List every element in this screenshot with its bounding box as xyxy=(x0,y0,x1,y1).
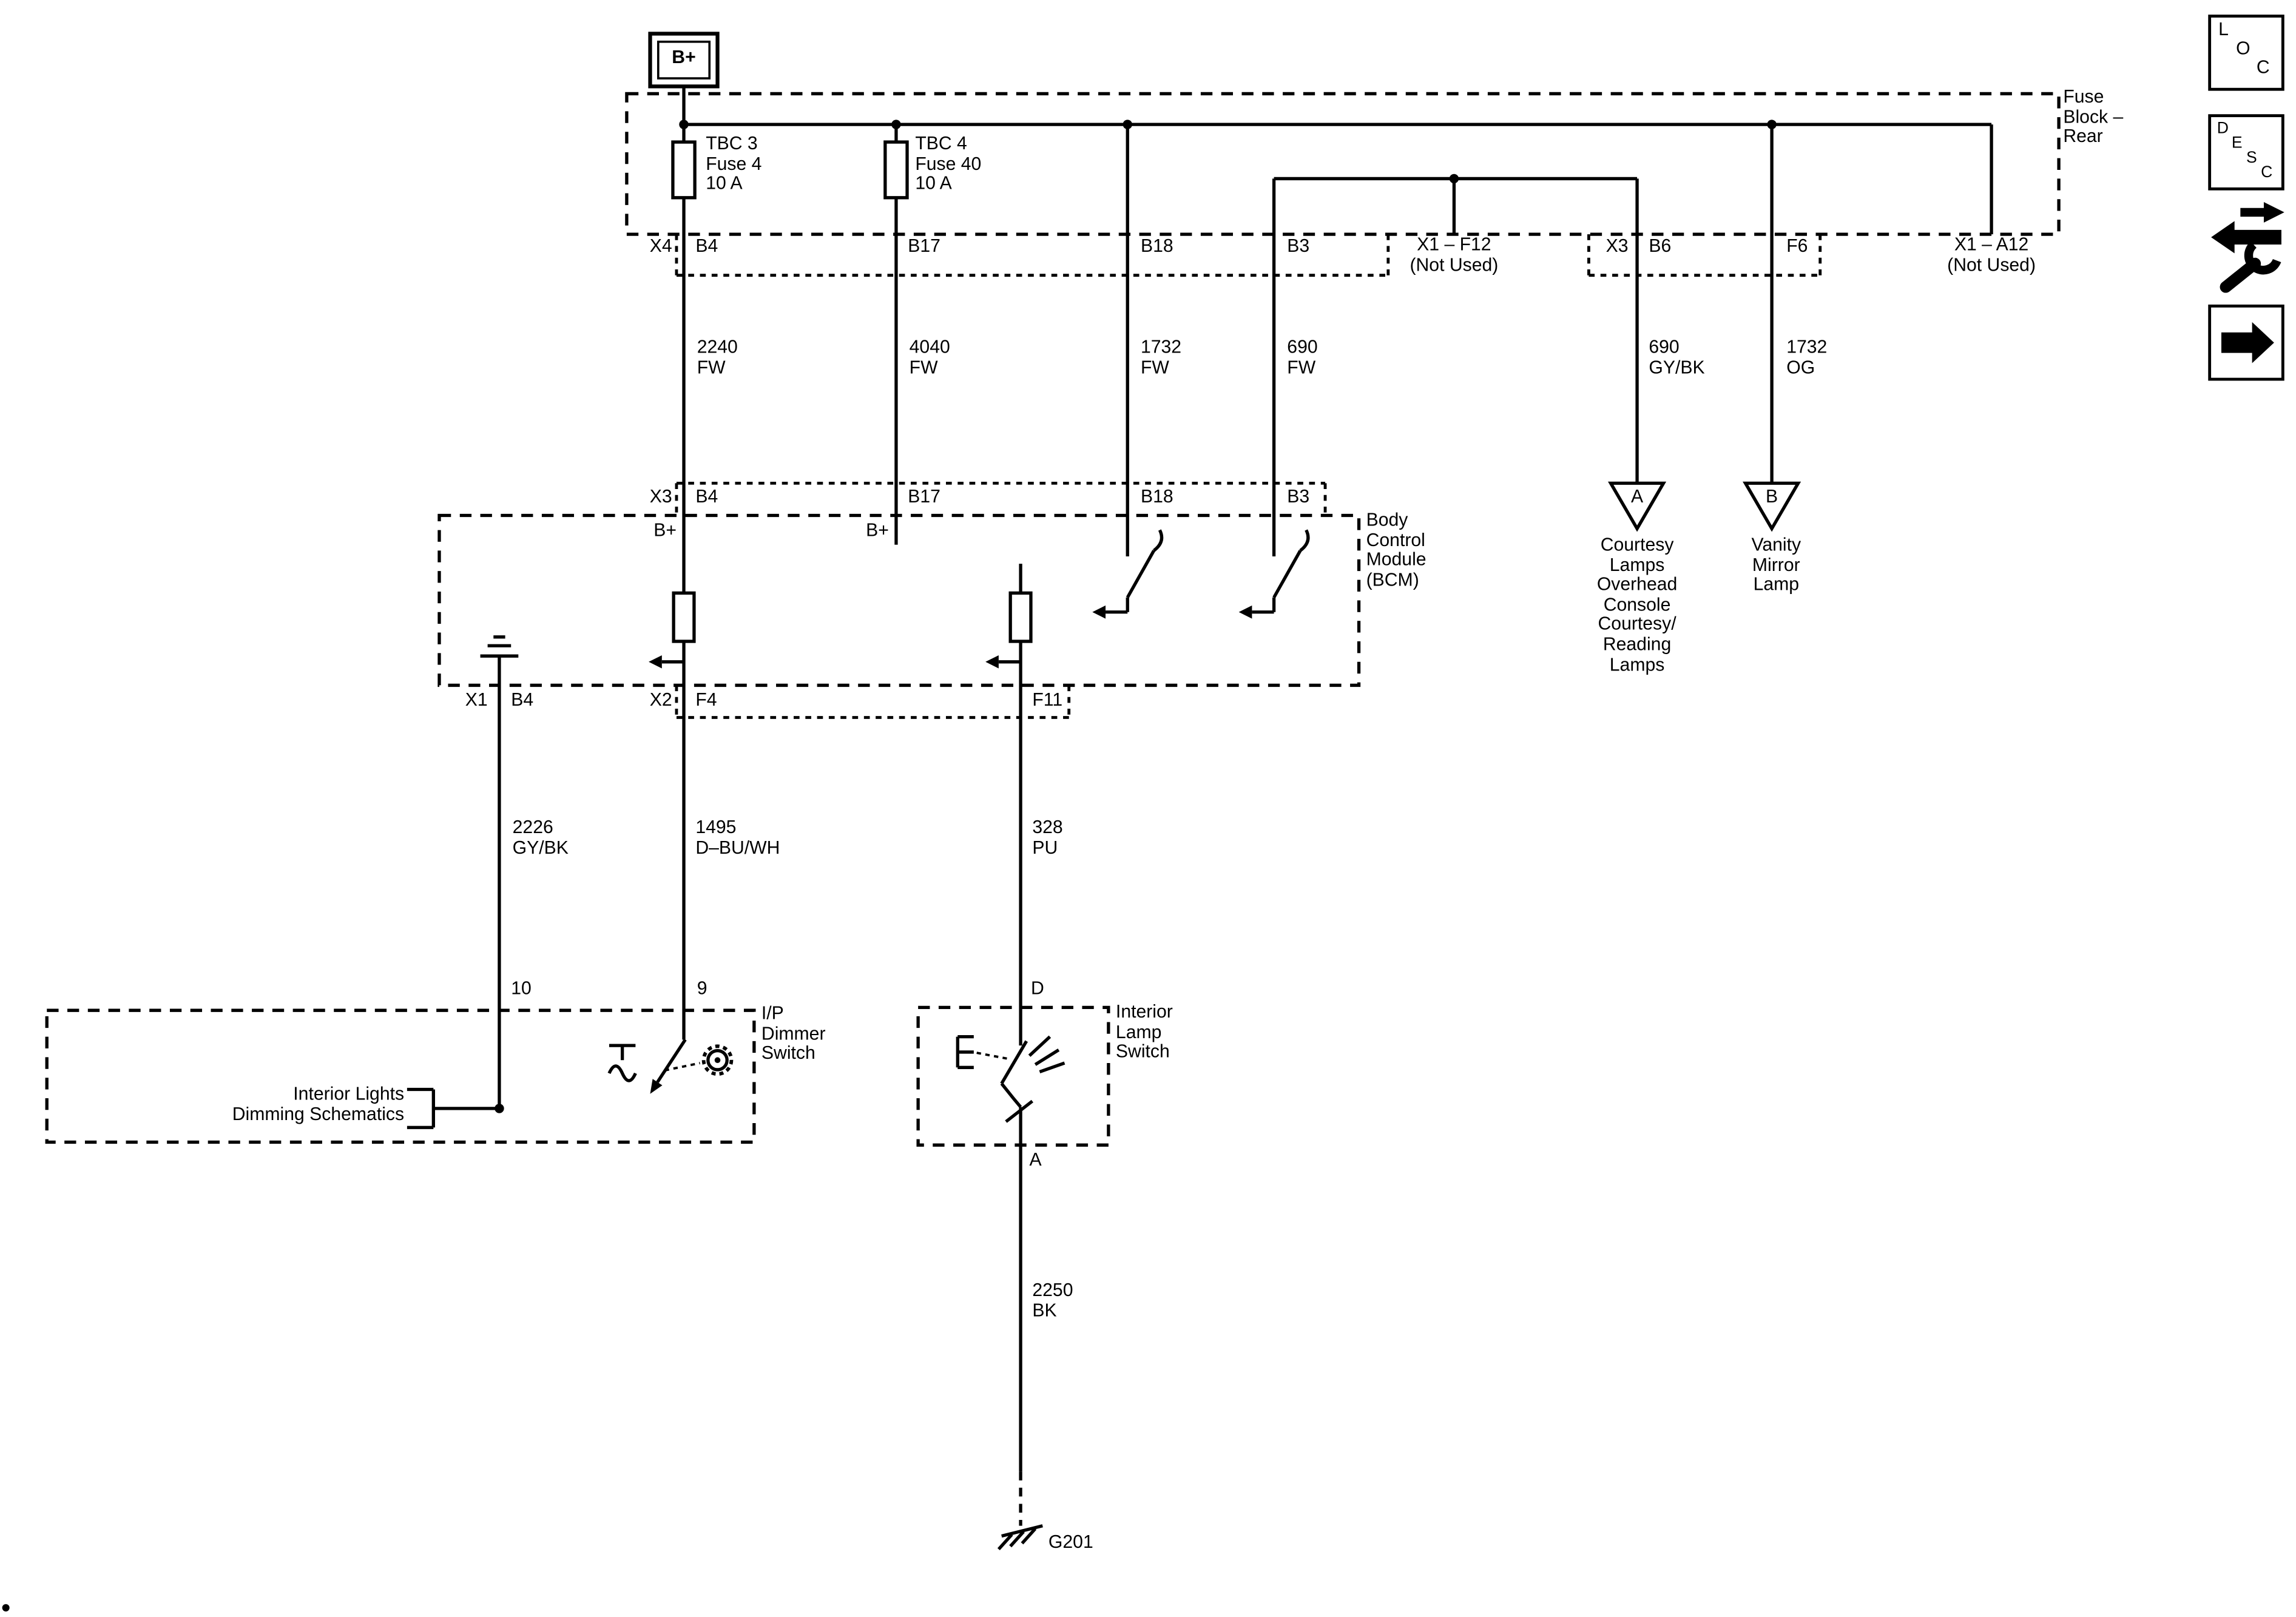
arrows-wrench-icon xyxy=(2211,202,2284,293)
bcm-conn-b4-bottom: B4 xyxy=(511,689,534,711)
diagnostic-tools-button[interactable] xyxy=(2205,199,2290,293)
offpage-a-letter: A xyxy=(1631,486,1644,507)
loc-letter-l: L xyxy=(2218,19,2229,40)
conn-x1-a12-note: (Not Used) xyxy=(1947,254,2036,275)
desc-letter-c: C xyxy=(2261,164,2273,182)
offpage-b-letter: B xyxy=(1766,486,1778,507)
lamp-switch-internal-symbols xyxy=(956,1035,1065,1123)
desc-button[interactable]: D E S C xyxy=(2208,114,2284,191)
wire-1495-dbuwh: 1495 D–BU/WH xyxy=(695,817,780,858)
b-plus-label: B+ xyxy=(672,47,696,68)
left-arrow-glyph xyxy=(2211,221,2281,254)
conn-b18: B18 xyxy=(1140,235,1173,257)
wire-328-pu: 328 PU xyxy=(1032,817,1063,858)
wire-1732-fw: 1732 FW xyxy=(1140,337,1182,377)
bcm-conn-b17: B17 xyxy=(908,486,940,507)
conn-x1-a12: X1 – A12 xyxy=(1954,234,2029,255)
loc-letter-o: O xyxy=(2236,38,2250,59)
bcm-conn-b4: B4 xyxy=(695,486,718,507)
wires-solid xyxy=(498,86,1993,1472)
conn-b3: B3 xyxy=(1287,235,1310,257)
arrow-right-glyph xyxy=(2221,322,2274,363)
desc-letter-e: E xyxy=(2231,135,2243,152)
conn-f6: F6 xyxy=(1786,235,1808,257)
dimmer-pin-9: 9 xyxy=(697,978,707,999)
wire-2250-bk: 2250 BK xyxy=(1032,1280,1073,1320)
conn-x3: X3 xyxy=(1606,235,1629,257)
fuse-block-label: Fuse Block – Rear xyxy=(2063,86,2124,147)
offpage-triangles xyxy=(1608,481,1801,532)
wire-690-fw: 690 FW xyxy=(1287,337,1318,377)
junction-dots xyxy=(2,120,1777,1612)
wire-2226-gybk: 2226 GY/BK xyxy=(512,817,569,858)
dimmer-pin-10: 10 xyxy=(511,978,532,999)
component-enclosures xyxy=(45,92,2061,1147)
bcm-bplus-left: B+ xyxy=(653,519,677,541)
conn-x1-f12: X1 – F12 xyxy=(1417,234,1491,255)
bcm-internal-symbols xyxy=(480,529,1310,664)
fuse-symbols xyxy=(671,140,1033,643)
conn-x1-f12-note: (Not Used) xyxy=(1410,254,1499,275)
bcm-conn-b3: B3 xyxy=(1287,486,1310,507)
wire-690-gybk: 690 GY/BK xyxy=(1649,337,1705,377)
right-arrow-glyph xyxy=(2240,202,2284,223)
desc-letter-s: S xyxy=(2246,149,2257,167)
conn-b4: B4 xyxy=(695,235,718,257)
wire-2240-fw: 2240 FW xyxy=(697,337,738,377)
dimmer-internal-symbols xyxy=(607,1038,734,1083)
dimmer-lever-arrowhead xyxy=(650,1079,663,1094)
schematic-reference-bracket xyxy=(407,1087,499,1129)
bcm-label: Body Control Module (BCM) xyxy=(1366,509,1427,590)
bcm-conn-f11: F11 xyxy=(1032,689,1063,711)
wire-1732-og: 1732 OG xyxy=(1786,337,1828,377)
ground-g201-label: G201 xyxy=(1048,1531,1093,1553)
bcm-conn-x3: X3 xyxy=(649,486,672,507)
forward-arrow-icon xyxy=(2221,322,2274,363)
bcm-conn-b18: B18 xyxy=(1140,486,1173,507)
loc-button[interactable]: L O C xyxy=(2208,15,2284,91)
offpage-a-description: Courtesy Lamps Overhead Console Courtesy… xyxy=(1596,534,1678,675)
wire-4040-fw: 4040 FW xyxy=(909,337,950,377)
conn-b6: B6 xyxy=(1649,235,1672,257)
bcm-conn-x2: X2 xyxy=(649,689,672,711)
dimmer-switch-label: I/P Dimmer Switch xyxy=(761,1003,826,1064)
conn-b17: B17 xyxy=(908,235,940,257)
connector-lines xyxy=(675,234,1822,719)
fuse-tbc3-label: TBC 3 Fuse 4 10 A xyxy=(706,133,762,194)
ground-g201-symbol xyxy=(997,1471,1043,1551)
desc-letter-d: D xyxy=(2217,120,2229,138)
forward-arrow-button[interactable] xyxy=(2208,304,2284,381)
loc-letter-c: C xyxy=(2256,57,2270,78)
dimming-schematics-reference: Interior Lights Dimming Schematics xyxy=(232,1083,405,1124)
lamp-switch-pin-a: A xyxy=(1029,1149,1042,1170)
fuse-tbc4-label: TBC 4 Fuse 40 10 A xyxy=(915,133,982,194)
offpage-b-description: Vanity Mirror Lamp xyxy=(1751,534,1801,595)
lamp-switch-pin-d: D xyxy=(1030,978,1044,999)
wrench-jaw xyxy=(2244,241,2281,275)
bcm-conn-f4: F4 xyxy=(695,689,717,711)
bcm-bplus-right: B+ xyxy=(866,519,889,541)
lamp-switch-label: Interior Lamp Switch xyxy=(1115,1001,1173,1062)
bcm-driver-arrowheads xyxy=(649,605,1252,669)
bcm-conn-x1: X1 xyxy=(465,689,488,711)
conn-x4: X4 xyxy=(649,235,672,257)
